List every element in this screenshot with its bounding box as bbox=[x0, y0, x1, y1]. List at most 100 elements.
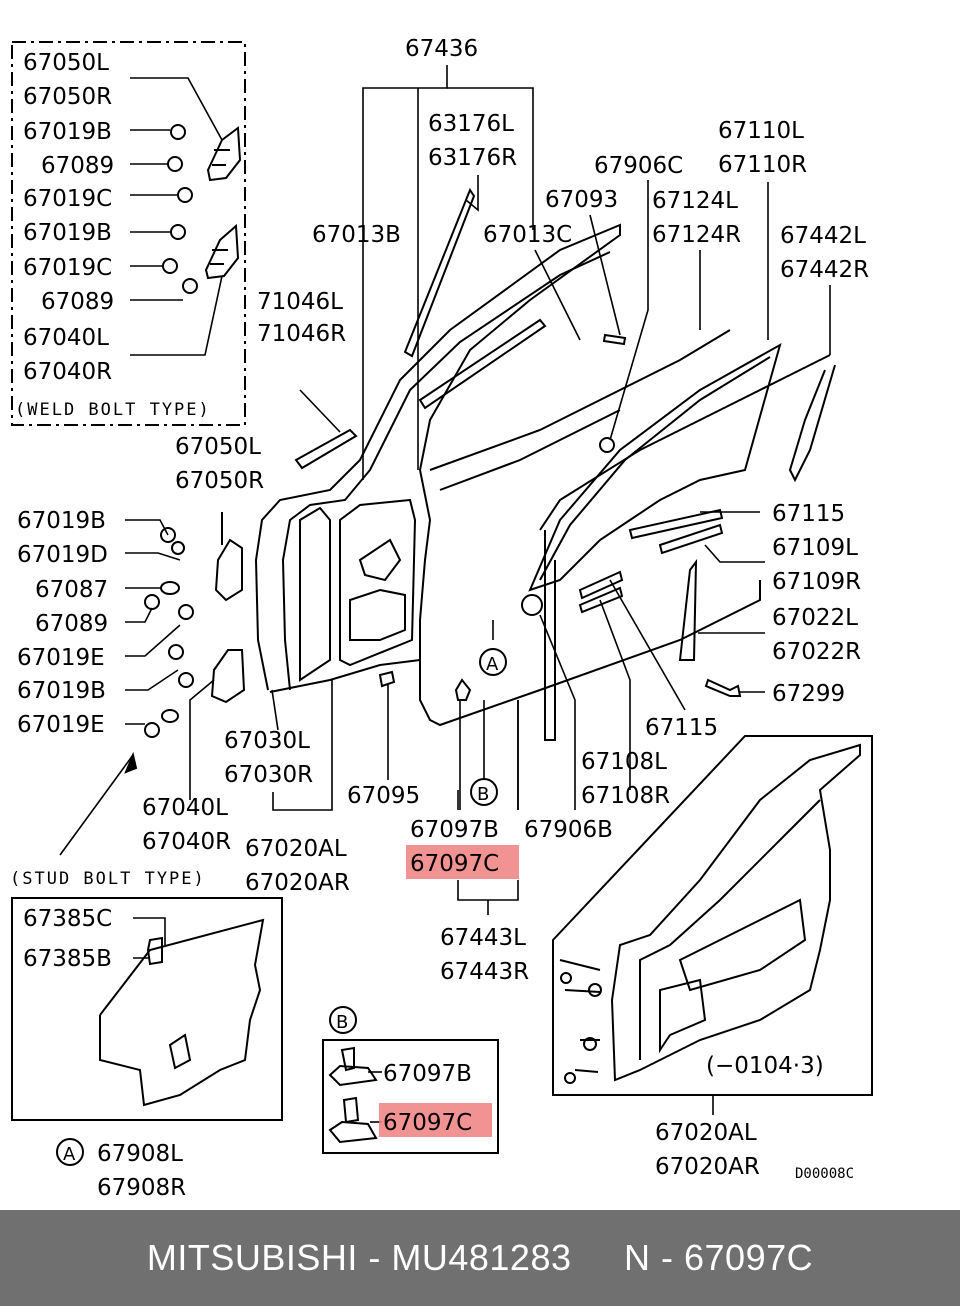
label-71046l: 71046L bbox=[257, 289, 343, 315]
liner-sheet bbox=[99, 918, 265, 1107]
label-67020al: 67020AL bbox=[245, 836, 347, 862]
stud-leaders bbox=[59, 519, 215, 856]
label-67089: 67089 bbox=[41, 153, 114, 179]
clip-box bbox=[322, 1039, 499, 1154]
marker-circle-a-liner bbox=[56, 1138, 84, 1166]
label-67097b: 67097B bbox=[383, 1061, 472, 1087]
label-67442r: 67442R bbox=[780, 257, 869, 283]
label-67436: 67436 bbox=[405, 36, 478, 62]
belt-moldings bbox=[294, 187, 724, 661]
label-67019e: 67019E bbox=[17, 712, 105, 738]
reference-number: 67097C bbox=[684, 1237, 814, 1278]
label-67019b: 67019B bbox=[23, 119, 112, 145]
label-67124r: 67124R bbox=[652, 222, 741, 248]
label-67115: 67115 bbox=[772, 501, 845, 527]
label-67040r: 67040R bbox=[23, 359, 112, 385]
label-date-range: (−0104·3) bbox=[706, 1053, 824, 1079]
label-71046r: 71046R bbox=[257, 321, 346, 347]
label-67115: 67115 bbox=[645, 715, 718, 741]
stud-bolts bbox=[144, 527, 194, 738]
marker-a-main: A bbox=[486, 654, 499, 675]
label-67040l: 67040L bbox=[23, 325, 109, 351]
marker-circle-b-clip bbox=[329, 1006, 357, 1034]
weld-leaders bbox=[130, 77, 223, 356]
main-leaders bbox=[271, 65, 831, 915]
marker-a-liner: A bbox=[63, 1144, 76, 1165]
label-67020al: 67020AL bbox=[655, 1120, 757, 1146]
label-diagram-code: D00008C bbox=[795, 1166, 854, 1182]
label-67019d: 67019D bbox=[17, 542, 108, 568]
marker-b-clip: B bbox=[336, 1012, 348, 1033]
label-67013b: 67013B bbox=[312, 222, 401, 248]
part-number: MU481283 bbox=[391, 1237, 572, 1278]
label-67040r: 67040R bbox=[142, 829, 231, 855]
label-67443r: 67443R bbox=[440, 959, 529, 985]
label-67097c: 67097C bbox=[383, 1110, 472, 1136]
label-67908l: 67908L bbox=[97, 1141, 183, 1167]
label-67906b: 67906B bbox=[524, 817, 613, 843]
marker-circle-a-main bbox=[479, 648, 507, 676]
label-67020ar: 67020AR bbox=[245, 870, 350, 896]
separator: - bbox=[357, 1237, 392, 1278]
label-67019c: 67019C bbox=[23, 255, 112, 281]
clip-67097b bbox=[328, 1046, 378, 1087]
label-67097c: 67097C bbox=[410, 851, 499, 877]
door-glass bbox=[528, 342, 782, 592]
label-67050l: 67050L bbox=[175, 434, 261, 460]
label-67109l: 67109L bbox=[772, 535, 858, 561]
weld-bolt-box bbox=[11, 41, 246, 426]
label-weld-bolt-type: (WELD BOLT TYPE) bbox=[15, 400, 211, 420]
label-67019c: 67019C bbox=[23, 186, 112, 212]
label-63176r: 63176R bbox=[428, 145, 517, 171]
label-67019b: 67019B bbox=[17, 678, 106, 704]
marker-leaders bbox=[483, 620, 494, 779]
stud-hinge-lower bbox=[210, 649, 246, 704]
weld-bolts bbox=[162, 124, 198, 294]
label-67013c: 67013C bbox=[483, 222, 572, 248]
label-67019b: 67019B bbox=[17, 508, 106, 534]
marker-b-main: B bbox=[477, 784, 489, 805]
label-67108r: 67108R bbox=[581, 783, 670, 809]
main-small-parts bbox=[378, 333, 742, 701]
parts-diagram: 67436 67050L 67050R 67019B 67089 67019C … bbox=[10, 36, 873, 1201]
label-67385c: 67385C bbox=[23, 906, 112, 932]
stud-hinge-upper bbox=[214, 512, 243, 602]
highlight-67097c-main bbox=[406, 845, 519, 879]
label-67124l: 67124L bbox=[652, 188, 738, 214]
label-67022r: 67022R bbox=[772, 639, 861, 665]
highlight-67097c-clip bbox=[379, 1103, 492, 1137]
part-labels: 67436 67050L 67050R 67019B 67089 67019C … bbox=[10, 36, 869, 1201]
weld-hinge-lower bbox=[204, 223, 240, 280]
label-67385b: 67385B bbox=[23, 946, 112, 972]
liner-leaders bbox=[133, 917, 166, 959]
label-67093: 67093 bbox=[545, 187, 618, 213]
part-info-footer: MITSUBISHI - MU481283 N - 67097C bbox=[0, 1210, 960, 1306]
clip-67097c bbox=[328, 1096, 378, 1144]
label-67030r: 67030R bbox=[224, 762, 313, 788]
label-67443l: 67443L bbox=[440, 925, 526, 951]
label-67299: 67299 bbox=[772, 681, 845, 707]
label-67019e: 67019E bbox=[17, 645, 105, 671]
separator: - bbox=[650, 1237, 685, 1278]
label-67109r: 67109R bbox=[772, 569, 861, 595]
label-67089: 67089 bbox=[35, 611, 108, 637]
door-assembly-thumbnail bbox=[559, 743, 861, 1084]
label-67442l: 67442L bbox=[780, 223, 866, 249]
label-67089: 67089 bbox=[41, 289, 114, 315]
label-67050r: 67050R bbox=[23, 84, 112, 110]
reference-label: N bbox=[624, 1237, 651, 1278]
liner-box bbox=[11, 897, 283, 1121]
label-67022l: 67022L bbox=[772, 605, 858, 631]
label-67108l: 67108L bbox=[581, 749, 667, 775]
weld-hinge-upper bbox=[206, 126, 242, 182]
label-67050l: 67050L bbox=[23, 50, 109, 76]
label-67087: 67087 bbox=[35, 577, 108, 603]
label-67906c: 67906C bbox=[594, 153, 683, 179]
label-67908r: 67908R bbox=[97, 1175, 186, 1201]
label-67095: 67095 bbox=[347, 783, 420, 809]
door-assembly-box bbox=[552, 735, 873, 1096]
label-stud-bolt-type: (STUD BOLT TYPE) bbox=[10, 869, 206, 889]
label-67030l: 67030L bbox=[224, 728, 310, 754]
label-67020ar: 67020AR bbox=[655, 1154, 760, 1180]
label-67110l: 67110L bbox=[718, 118, 804, 144]
